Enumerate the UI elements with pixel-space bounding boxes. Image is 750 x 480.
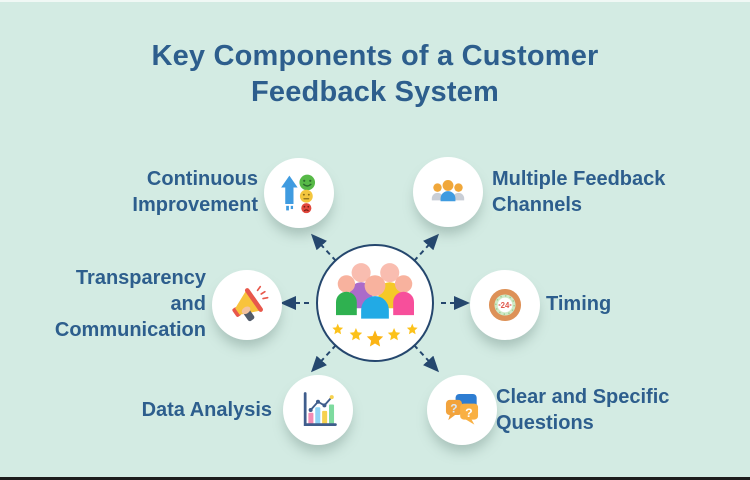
megaphone-icon (232, 285, 269, 322)
growth-arrow-smileys-icon (281, 174, 316, 214)
timing-badge: 24 (470, 270, 540, 340)
bottom-border (0, 477, 750, 480)
clock-24-text: 24 (501, 301, 510, 310)
component-label-multiple-feedback-channels: Multiple Feedback Channels (492, 168, 666, 216)
question-mark-right: ? (465, 406, 473, 420)
continuous-improvement-badge (264, 158, 334, 228)
component-label-transparency-communication: Transparency and Communication (54, 267, 206, 341)
bar-chart-icon (303, 392, 337, 427)
data-analysis-badge (283, 375, 353, 445)
component-label-data-analysis: Data Analysis (141, 399, 272, 421)
question-bubbles-icon: ? ? (445, 393, 479, 425)
multiple-feedback-channels-badge (413, 157, 483, 227)
component-label-clear-specific-questions: Clear and Specific Questions (496, 386, 670, 434)
page-title-text: Key Components of a Customer Feedback Sy… (151, 40, 599, 109)
clear-specific-questions-badge: ? ? (427, 375, 497, 445)
rating-stars (332, 323, 418, 347)
page-title: Key Components of a Customer Feedback Sy… (0, 38, 750, 111)
component-label-continuous-improvement: Continuous Improvement (132, 168, 258, 216)
central-circle (316, 244, 434, 362)
question-mark-left: ? (450, 401, 457, 415)
24-hours-clock-icon: 24 (488, 288, 522, 322)
people-group-icon (431, 180, 465, 202)
component-label-timing: Timing (546, 293, 612, 315)
transparency-communication-badge (212, 270, 282, 340)
customer-group-icon (332, 263, 418, 347)
